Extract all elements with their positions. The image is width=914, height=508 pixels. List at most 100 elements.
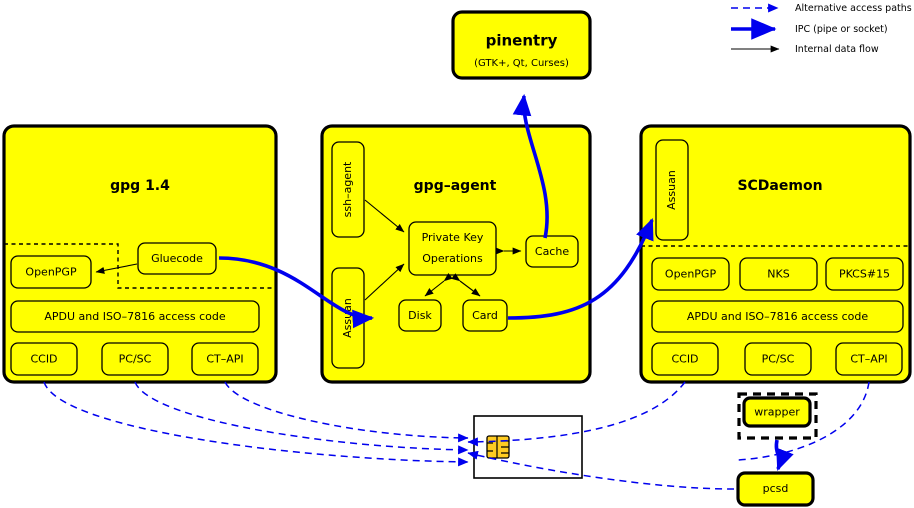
gpg-gluecode-box[interactable]: Gluecode: [137, 242, 217, 275]
scdaemon-app-nks[interactable]: NKS: [739, 257, 818, 291]
agent-pko-label-line2: Operations: [422, 252, 483, 265]
scdaemon-app-openpgp-shape: [651, 257, 730, 291]
scdaemon-app-pkcs15[interactable]: PKCS#15: [825, 257, 904, 291]
scdaemon-assuan-box[interactable]: Assuan: [655, 139, 689, 241]
arrow-gluecode-to-openpgp: [95, 263, 138, 274]
gpg-apdu-label: APDU and ISO–7816 access code: [44, 310, 226, 323]
scdaemon-apdu-box[interactable]: APDU and ISO–7816 access code: [651, 300, 904, 333]
gpg-openpgp-label: OpenPGP: [25, 266, 77, 279]
arrow-ssh-agent-to-pko: [364, 199, 405, 233]
wrapper-shape: [742, 396, 812, 428]
alt-gpg-ctapi-to-smartcard: [224, 381, 469, 443]
scdaemon-apdu-shape: [651, 300, 904, 333]
legend: Alternative access paths IPC (pipe or so…: [731, 3, 912, 55]
gpg-openpgp-box[interactable]: OpenPGP: [10, 255, 92, 289]
scdaemon-reader-ccid[interactable]: CCID: [651, 342, 719, 376]
scdaemon-app-nks-label: NKS: [767, 268, 789, 281]
arrow-pko-card-bidirectional: [451, 273, 481, 297]
legend-label-internal-data-flow: Internal data flow: [795, 44, 879, 55]
arrow-assuan-to-pko: [364, 263, 405, 301]
scdaemon-reader-ctapi-shape: [835, 342, 903, 376]
pcsd-label: pcsd: [763, 482, 789, 495]
agent-assuan-label: Assuan: [341, 298, 354, 338]
gpg-reader-ccid-label: CCID: [30, 353, 57, 366]
scdaemon-title: SCDaemon: [737, 178, 822, 194]
alt-gpg-pcsc-to-smartcard: [134, 381, 469, 455]
ipc-connections: [218, 93, 794, 472]
agent-private-key-operations-shape: [408, 221, 497, 276]
legend-label-ipc: IPC (pipe or socket): [795, 24, 888, 35]
gpg-reader-ctapi[interactable]: CT–API: [191, 342, 259, 376]
gpg-reader-ctapi-shape: [191, 342, 259, 376]
agent-card-shape: [462, 299, 508, 332]
gpg-reader-ctapi-label: CT–API: [206, 353, 243, 366]
agent-disk-box[interactable]: Disk: [398, 299, 442, 332]
ipc-gpg-to-agent: [218, 256, 375, 329]
smartcard[interactable]: [473, 415, 583, 479]
agent-cache-shape: [525, 235, 579, 268]
wrapper-group[interactable]: wrapper: [737, 392, 818, 440]
gpg-reader-pcsc-shape: [101, 342, 169, 376]
agent-assuan-box[interactable]: Assuan: [331, 267, 365, 369]
scdaemon-app-openpgp-label: OpenPGP: [665, 268, 717, 281]
legend-item-internal-data-flow: Internal data flow: [731, 44, 879, 55]
arrow-pko-disk-bidirectional: [424, 273, 453, 297]
gpg-reader-pcsc-label: PC/SC: [119, 353, 152, 366]
ipc-agent-to-pinentry: [512, 93, 549, 239]
alt-scdaemon-ctapi-to-pcsd: [737, 381, 870, 461]
wrapper-dashed-region: [737, 392, 818, 440]
alt-scdaemon-ccid-to-smartcard: [467, 381, 686, 447]
agent-ssh-agent-label: ssh–agent: [341, 161, 354, 217]
agent-card-label: Card: [472, 309, 498, 322]
wrapper-label: wrapper: [754, 406, 800, 419]
smartcard-chip-icon: [486, 435, 510, 459]
alt-pcsd-to-smartcard: [467, 450, 735, 490]
scdaemon-reader-ccid-shape: [651, 342, 719, 376]
gpg-apdu-shape: [10, 300, 260, 333]
pcsd-box[interactable]: pcsd: [736, 471, 815, 507]
scdaemon-apdu-label: APDU and ISO–7816 access code: [687, 310, 869, 323]
scdaemon-container[interactable]: SCDaemon Assuan OpenPGP NKS PKCS#15 APDU…: [639, 124, 912, 384]
gpg-reader-ccid[interactable]: CCID: [10, 342, 78, 376]
scdaemon-reader-ctapi[interactable]: CT–API: [835, 342, 903, 376]
alt-gpg-ccid-to-smartcard: [43, 381, 469, 467]
scdaemon-reader-pcsc[interactable]: PC/SC: [744, 342, 812, 376]
scdaemon-assuan-shape: [655, 139, 689, 241]
scdaemon-app-openpgp[interactable]: OpenPGP: [651, 257, 730, 291]
pcsd-shape: [736, 471, 815, 507]
pinentry-title: pinentry: [486, 32, 558, 50]
agent-cache-label: Cache: [535, 245, 569, 258]
agent-ssh-agent-shape: [331, 141, 365, 238]
ipc-wrapper-to-pcsd: [774, 439, 794, 472]
alternative-access-paths: [43, 381, 870, 490]
pinentry-box-shape: [451, 10, 592, 80]
gpg-gluecode-shape: [137, 242, 217, 275]
agent-cache-box[interactable]: Cache: [525, 235, 579, 268]
gpg-application-layer-divider: [4, 243, 276, 289]
gpg-reader-ccid-shape: [10, 342, 78, 376]
ipc-agent-to-scdaemon: [507, 217, 654, 320]
agent-disk-shape: [398, 299, 442, 332]
gpg-gluecode-label: Gluecode: [151, 252, 203, 265]
legend-item-alternative-access-paths: Alternative access paths: [731, 3, 912, 14]
agent-ssh-agent-box[interactable]: ssh–agent: [331, 141, 365, 238]
gpg-openpgp-shape: [10, 255, 92, 289]
gpg-reader-pcsc[interactable]: PC/SC: [101, 342, 169, 376]
agent-private-key-operations-box[interactable]: Private Key Operations: [408, 221, 497, 276]
pinentry-subtitle: (GTK+, Qt, Curses): [474, 58, 569, 69]
scdaemon-app-pkcs15-shape: [825, 257, 904, 291]
gpg-apdu-box[interactable]: APDU and ISO–7816 access code: [10, 300, 260, 333]
pinentry-box[interactable]: pinentry (GTK+, Qt, Curses): [451, 10, 592, 80]
scdaemon-app-nks-shape: [739, 257, 818, 291]
scdaemon-reader-pcsc-label: PC/SC: [762, 353, 795, 366]
gpg-container[interactable]: gpg 1.4 OpenPGP Gluecode APDU and ISO–78…: [2, 124, 278, 384]
agent-pko-label-line1: Private Key: [422, 231, 484, 244]
scdaemon-reader-ctapi-label: CT–API: [850, 353, 887, 366]
scdaemon-assuan-label: Assuan: [665, 170, 678, 210]
gpg-agent-container[interactable]: gpg–agent ssh–agent Assuan Private Key O…: [320, 124, 592, 384]
agent-card-box[interactable]: Card: [462, 299, 508, 332]
legend-item-ipc: IPC (pipe or socket): [731, 18, 888, 40]
scdaemon-reader-ccid-label: CCID: [671, 353, 698, 366]
legend-label-alternative-access-paths: Alternative access paths: [795, 3, 912, 14]
